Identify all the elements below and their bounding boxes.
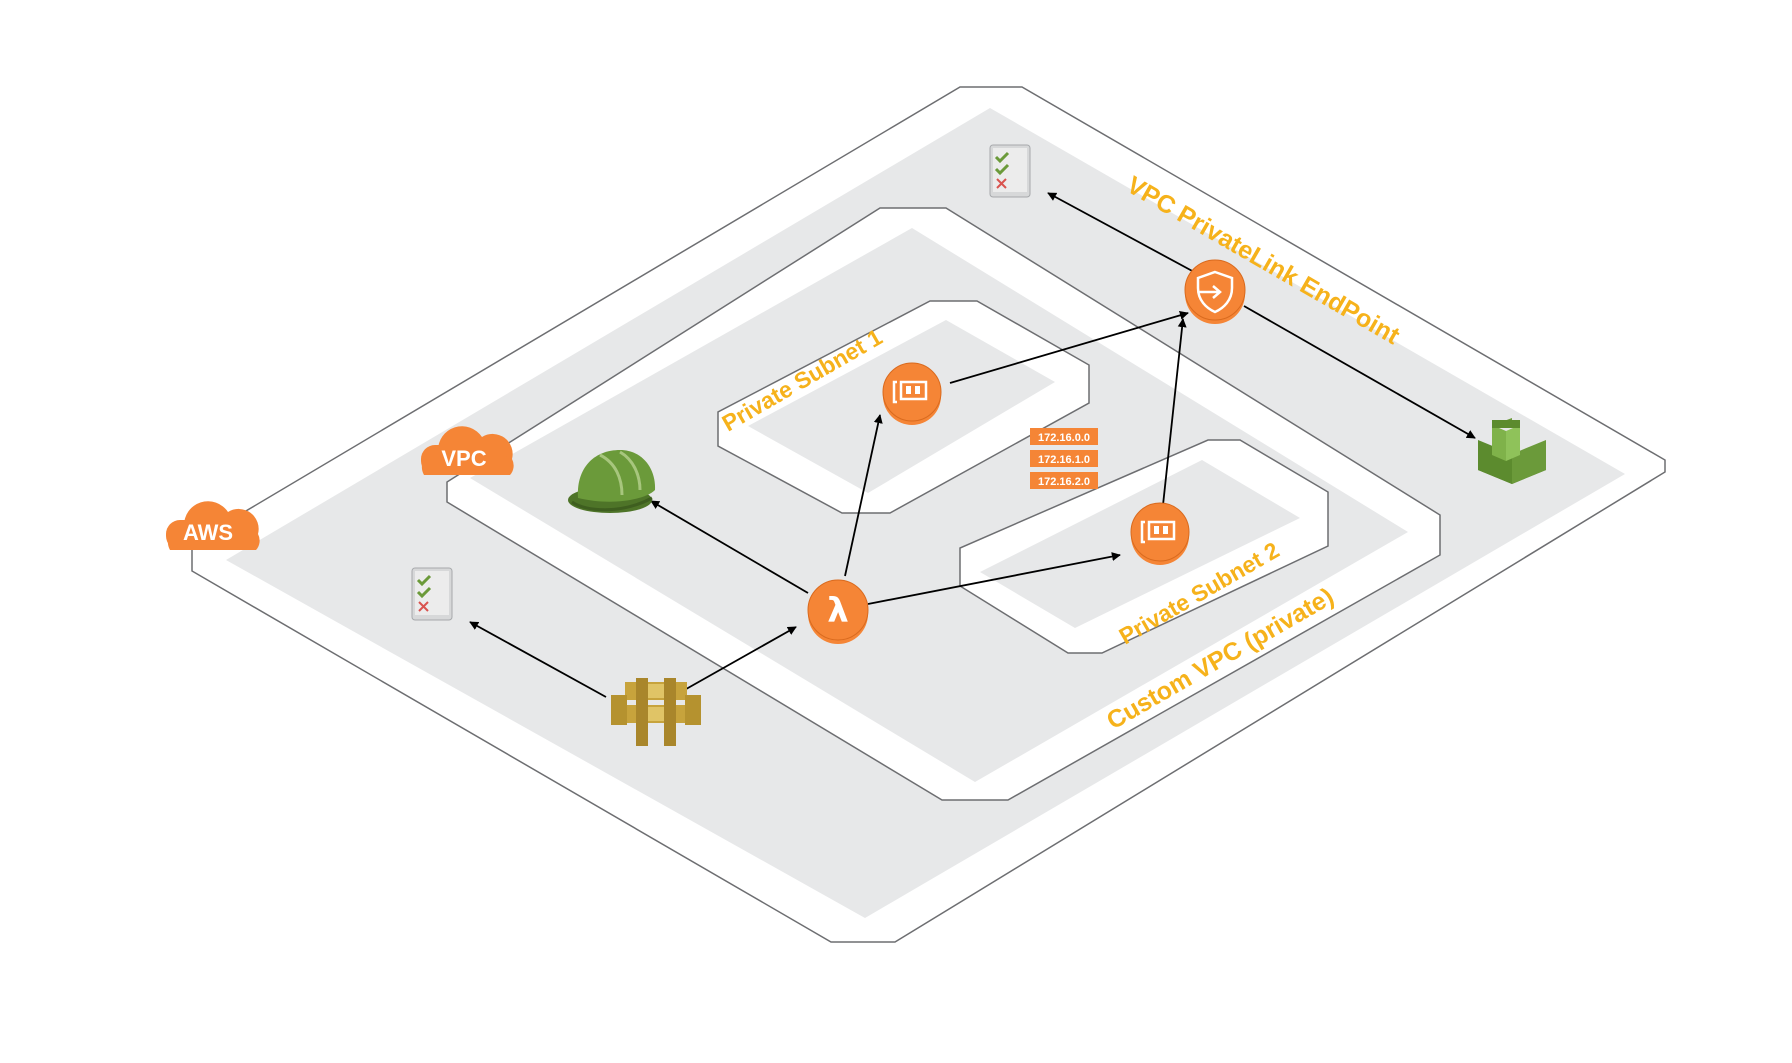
service-building-icon (1478, 418, 1546, 484)
edge-lambda-to-helmet (650, 500, 809, 594)
edge-endpoint-to-checklist (1047, 192, 1197, 274)
custom-vpc-region (446, 207, 1441, 801)
api-gateway-icon (611, 678, 701, 746)
route-table: 172.16.0.0 172.16.1.0 172.16.2.0 (1030, 428, 1098, 489)
route-entry: 172.16.1.0 (1038, 454, 1090, 466)
lambda-icon: λ (807, 579, 869, 644)
edge-api-to-checklist (469, 621, 607, 698)
aws-badge-label: AWS (183, 520, 233, 545)
vpc-cloud-icon: VPC (421, 426, 514, 475)
edge-eni2-to-endpoint (1162, 318, 1187, 506)
network-interface-icon (1130, 502, 1190, 565)
network-interface-icon (882, 362, 942, 425)
route-entry: 172.16.2.0 (1038, 476, 1090, 488)
aws-cloud-icon: AWS (166, 501, 260, 550)
edge-eni1-to-endpoint (949, 310, 1189, 384)
vpc-badge-label: VPC (441, 446, 486, 471)
edge-lambda-to-eni1 (844, 414, 883, 577)
connections (469, 192, 1476, 698)
edge-lambda-to-eni2 (867, 552, 1121, 605)
edge-api-to-lambda (671, 626, 797, 698)
lambda-symbol: λ (827, 591, 849, 631)
route-entry: 172.16.0.0 (1038, 432, 1090, 444)
hard-hat-icon (568, 450, 656, 513)
checklist-icon (411, 567, 453, 621)
shield-arrow-icon (1184, 259, 1246, 324)
edge-endpoint-to-service (1243, 305, 1476, 439)
checklist-icon (989, 144, 1031, 198)
